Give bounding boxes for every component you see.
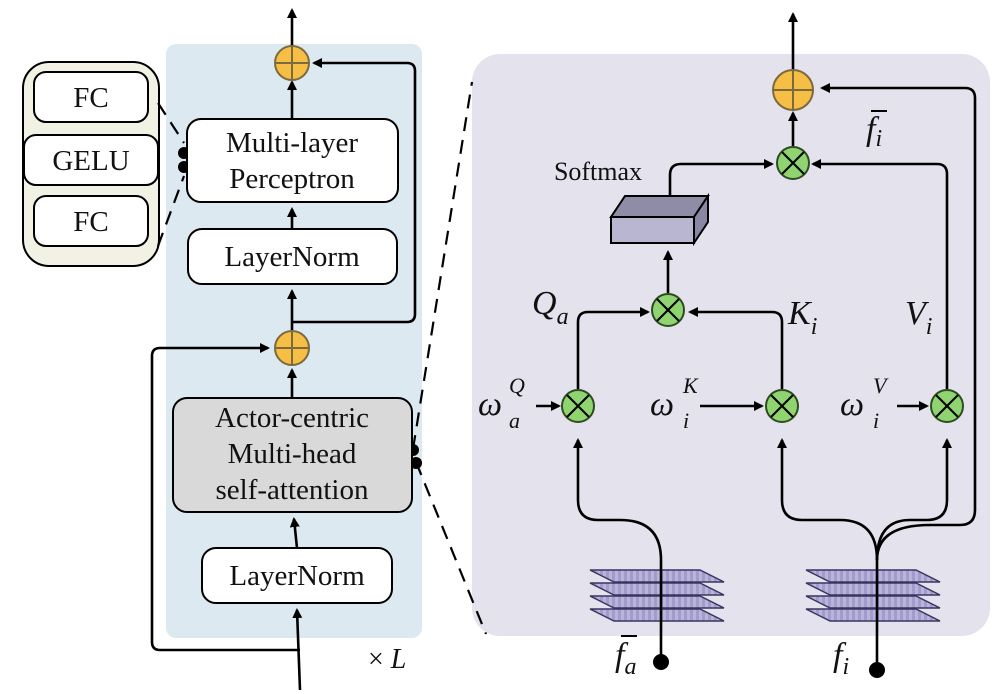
wk-label-sub: i [683, 408, 689, 433]
softmax-box [609, 192, 710, 247]
fa-to-q-path [573, 438, 663, 662]
k-label: Ki [787, 295, 817, 340]
mul-node-qk [651, 293, 685, 327]
wv-label-sub: i [873, 408, 879, 433]
mul-node-attn-v [776, 146, 810, 180]
wk-label-sup: K [682, 373, 699, 398]
fi-to-k-path [777, 438, 879, 662]
v-to-mul-path [811, 159, 949, 389]
fi-label: fi [833, 637, 849, 680]
wv-label-sup: V [873, 373, 889, 398]
ln-to-attention-arrow [289, 517, 300, 549]
add-node-residual-2 [274, 45, 310, 81]
mlp-label-line1: Multi-layer [226, 127, 358, 159]
attention-detail-dash-top [411, 81, 474, 450]
wq-label-sup: Q [509, 373, 525, 398]
attention-label-line3: self-attention [215, 474, 369, 506]
attention-detail-dash-bottom [414, 461, 488, 635]
attention-label-line2: Multi-head [228, 438, 357, 470]
q-label: Qa [532, 285, 569, 330]
fc-bottom-label: FC [73, 206, 108, 238]
gelu-label: GELU [52, 145, 129, 177]
attention-label-line1: Actor-centric [215, 402, 369, 434]
residual-path-1 [150, 343, 300, 652]
layernorm-top-label: LayerNorm [224, 241, 360, 273]
feature-stack-i [805, 569, 941, 622]
fa-input-dot [653, 654, 669, 670]
mlp-detail-dash-bottom [156, 175, 186, 247]
fc-top-box [33, 71, 149, 123]
residual-path-2 [292, 58, 417, 324]
svg-text:fa: fa [615, 637, 636, 680]
gelu-box [23, 134, 159, 186]
fi-residual-path [820, 83, 977, 561]
layernorm-bottom-label: LayerNorm [229, 560, 365, 592]
wq-label-main: ω [478, 386, 502, 423]
softmax-label: Softmax [554, 157, 642, 186]
add-node-attention [772, 69, 814, 111]
wq-label-sub: a [509, 408, 520, 433]
feature-stack-a [589, 569, 725, 622]
wk-label-main: ω [650, 386, 674, 423]
softmax-to-mul-path [668, 159, 774, 196]
wv-label-main: ω [840, 386, 864, 423]
add-node-residual-1 [274, 330, 310, 366]
repeat-label: × L [368, 644, 406, 675]
fc-top-label: FC [73, 82, 108, 114]
fi-input-dot [869, 662, 885, 678]
mul-node-v [930, 389, 964, 423]
mlp-label-line2: Perceptron [229, 163, 355, 195]
mul-node-q [561, 389, 595, 423]
mul-node-k [765, 389, 799, 423]
k-to-mul-path [688, 307, 784, 389]
fi-to-v-path [875, 438, 952, 561]
mlp-detail-dash-top [157, 102, 185, 144]
q-to-mul-path [576, 307, 650, 389]
fc-bottom-box [33, 195, 149, 247]
fbar-a-label: fa [615, 635, 637, 680]
attention-detail-background [472, 54, 990, 636]
